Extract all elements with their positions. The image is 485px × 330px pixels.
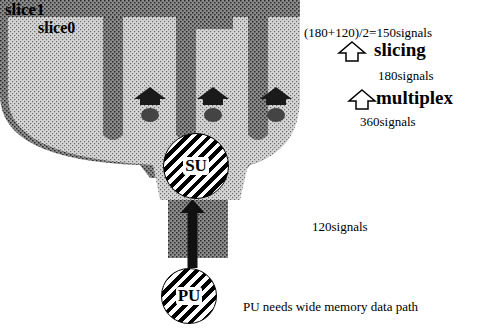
arrow-head (181, 199, 205, 213)
signal-note: 120signals (312, 220, 368, 234)
unit-circle: SU (163, 133, 229, 199)
step-label: slicing (374, 40, 426, 61)
signal-note: (180+120)/2=150signals (304, 26, 432, 40)
hollow-arrow (349, 90, 375, 109)
unit-circle: PU (161, 268, 217, 324)
slice-shape: slice0 (8, 17, 303, 202)
data-path-arrow (181, 199, 205, 268)
signal-note: PU needs wide memory data path (243, 300, 418, 314)
slice-outline (8, 17, 303, 202)
slice-name: slice0 (38, 19, 75, 37)
unit-name: PU (176, 287, 203, 306)
arrow-shaft (188, 213, 198, 268)
step-label: multiplex (376, 88, 453, 109)
unit-name: SU (183, 157, 209, 176)
bus-block (168, 196, 228, 258)
signal-note: 180signals (378, 69, 434, 83)
slice-name: slice1 (5, 1, 45, 20)
signal-note: 360signals (360, 115, 416, 129)
hollow-arrow (339, 42, 365, 61)
